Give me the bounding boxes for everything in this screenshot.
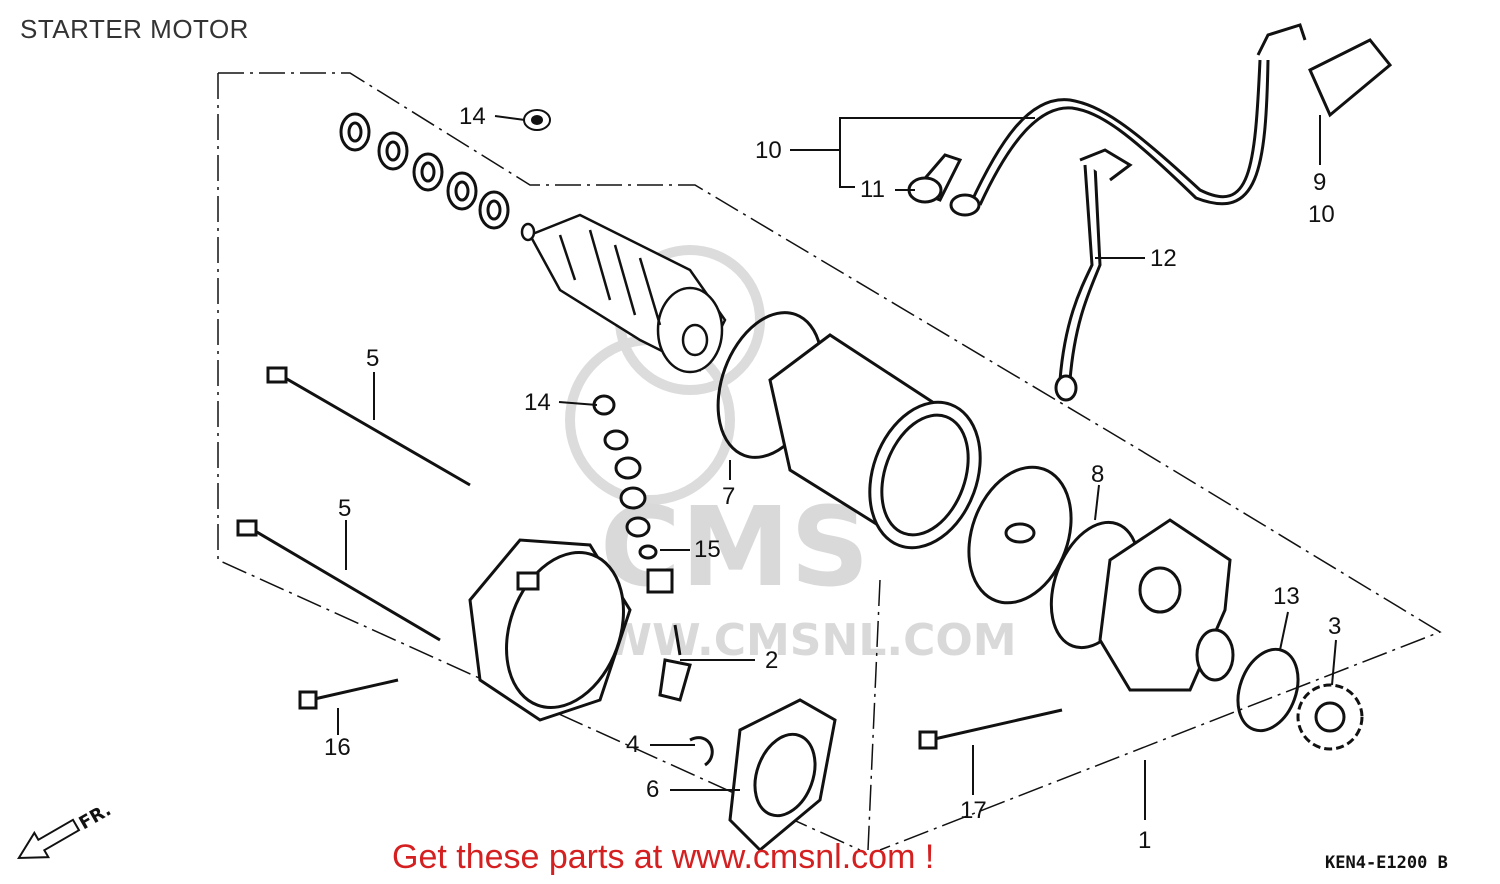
gasket-disc bbox=[967, 465, 1073, 605]
parts-link-banner[interactable]: Get these parts at www.cmsnl.com ! bbox=[392, 838, 935, 876]
assembly-outline bbox=[217, 72, 1442, 851]
long-bolts bbox=[236, 366, 1063, 750]
ground-cable-12 bbox=[1054, 148, 1133, 402]
brush-terminal-2 bbox=[658, 624, 692, 702]
yoke-housing bbox=[768, 333, 982, 550]
callout-15: 15 bbox=[694, 536, 721, 563]
callout-4: 4 bbox=[626, 731, 639, 758]
washer-stack bbox=[339, 112, 510, 230]
cable-cap-11 bbox=[907, 153, 963, 204]
terminal-nut-stack bbox=[592, 394, 674, 594]
callout-14-mid: 14 bbox=[524, 389, 551, 416]
front-direction-arrow: FR. bbox=[16, 799, 115, 860]
brush-holder-6 bbox=[728, 698, 837, 853]
brush-spring-4 bbox=[689, 736, 714, 767]
callout-17: 17 bbox=[960, 797, 987, 824]
callout-16: 16 bbox=[324, 734, 351, 761]
rear-cover bbox=[468, 538, 632, 722]
leader-lines bbox=[337, 115, 1337, 820]
cap-14-top bbox=[523, 109, 551, 131]
callout-14-top: 14 bbox=[459, 103, 486, 130]
callout-5-upper: 5 bbox=[366, 345, 379, 372]
callout-12: 12 bbox=[1150, 245, 1177, 272]
armature bbox=[520, 213, 727, 374]
callout-7: 7 bbox=[722, 483, 735, 510]
watermark-url: WWW.CMSNL.COM bbox=[555, 615, 1017, 666]
callout-2: 2 bbox=[765, 647, 778, 674]
callout-10-main: 10 bbox=[755, 137, 782, 164]
callout-6: 6 bbox=[646, 776, 659, 803]
starter-cable-10 bbox=[949, 23, 1307, 217]
oring-13 bbox=[1236, 647, 1300, 733]
callout-8: 8 bbox=[1091, 461, 1104, 488]
front-direction-label: FR. bbox=[75, 799, 114, 834]
callout-9: 9 bbox=[1313, 169, 1326, 196]
callout-11: 11 bbox=[860, 176, 885, 203]
callout-1: 1 bbox=[1138, 827, 1151, 854]
callout-10-boot: 10 bbox=[1308, 201, 1335, 228]
diagram-code: KEN4-E1200 B bbox=[1325, 853, 1448, 873]
callout-5-lower: 5 bbox=[338, 495, 351, 522]
front-cover bbox=[1098, 518, 1235, 692]
page-title: STARTER MOTOR bbox=[20, 14, 249, 44]
callout-labels: 14 10 11 12 9 10 5 14 7 8 5 15 13 3 2 4 … bbox=[324, 103, 1341, 854]
cable-boot-9 bbox=[1308, 38, 1393, 118]
callout-13: 13 bbox=[1273, 583, 1300, 610]
callout-3: 3 bbox=[1328, 613, 1341, 640]
sprocket-3 bbox=[1296, 683, 1364, 751]
